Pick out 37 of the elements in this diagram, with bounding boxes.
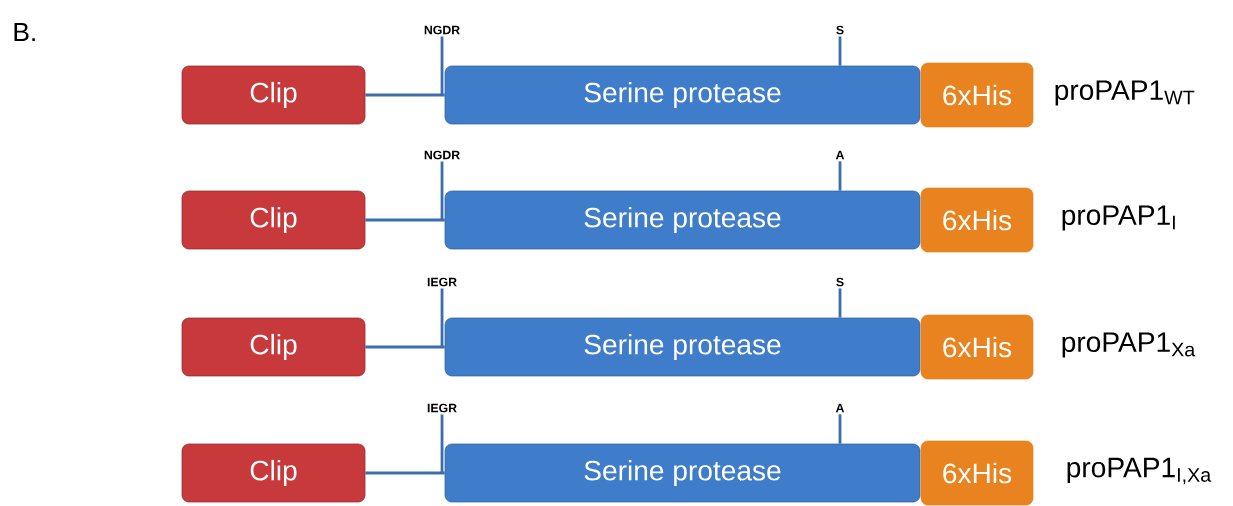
site-label: A xyxy=(835,150,845,160)
site-label: S xyxy=(836,277,844,287)
site-label: NGDR xyxy=(424,150,460,160)
clip-domain-box: Clip xyxy=(181,65,366,125)
site-label: NGDR xyxy=(424,25,460,35)
protease-domain-box: Serine protease xyxy=(444,190,921,250)
leader-line xyxy=(440,288,444,347)
leader-line xyxy=(440,414,444,473)
construct-label: proPAP1$_{WT}$ xyxy=(1055,80,1195,106)
clip-domain-box: Clip xyxy=(181,317,366,377)
his-tag-box: 6xHis xyxy=(920,187,1034,253)
construct-label: proPAP1$_{I}$ xyxy=(1062,205,1175,231)
leader-line xyxy=(838,161,842,191)
protease-domain-box: Serine protease xyxy=(444,443,921,503)
leader-line xyxy=(838,36,842,66)
linker-line xyxy=(365,345,445,349)
construct-label: proPAP1$_{Xa}$ xyxy=(1062,332,1196,358)
site-label: IEGR xyxy=(427,403,457,413)
linker-line xyxy=(365,471,445,475)
leader-line xyxy=(440,161,444,220)
his-tag-box: 6xHis xyxy=(920,440,1034,506)
his-tag-box: 6xHis xyxy=(920,62,1034,128)
site-label: A xyxy=(835,403,845,413)
panel-label: B. xyxy=(14,22,35,42)
leader-line xyxy=(838,288,842,318)
clip-domain-box: Clip xyxy=(181,190,366,250)
construct-label: proPAP1$_{I,Xa}$ xyxy=(1067,457,1212,485)
linker-line xyxy=(365,218,445,222)
his-tag-box: 6xHis xyxy=(920,314,1034,380)
site-label: S xyxy=(836,25,844,35)
clip-domain-box: Clip xyxy=(181,443,366,503)
protease-domain-box: Serine protease xyxy=(444,317,921,377)
protease-domain-box: Serine protease xyxy=(444,65,921,125)
leader-line xyxy=(440,36,444,95)
leader-line xyxy=(838,414,842,444)
site-label: IEGR xyxy=(427,277,457,287)
linker-line xyxy=(365,93,445,97)
